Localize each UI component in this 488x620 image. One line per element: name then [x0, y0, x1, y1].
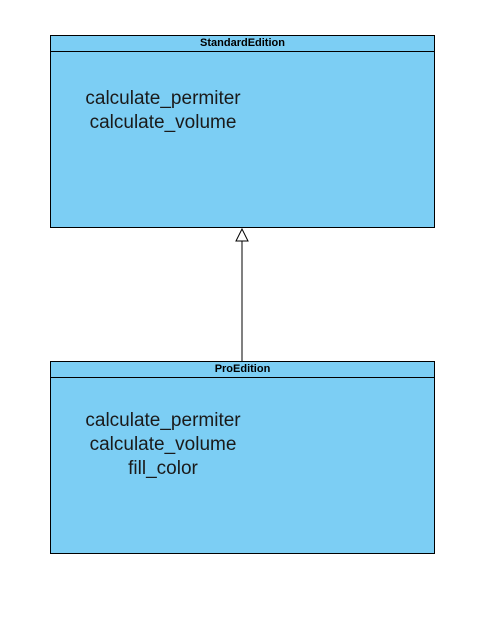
method-calculate-volume: calculate_volume [89, 112, 237, 133]
method-calculate-volume: calculate_volume [89, 434, 237, 455]
method-fill-color: fill_color [128, 458, 198, 479]
class-standard-edition[interactable]: StandardEdition calculate_permiter calcu… [50, 35, 435, 228]
method-list-pro-edition: calculate_permiter calculate_volume fill… [51, 409, 275, 481]
method-calculate-permiter: calculate_permiter [85, 410, 241, 431]
method-calculate-permiter: calculate_permiter [85, 88, 241, 109]
class-name-standard-edition: StandardEdition [51, 36, 434, 52]
method-list-standard-edition: calculate_permiter calculate_volume [51, 87, 275, 135]
class-name-pro-edition: ProEdition [51, 362, 434, 378]
generalization-arrowhead-icon [235, 227, 249, 242]
class-pro-edition[interactable]: ProEdition calculate_permiter calculate_… [50, 361, 435, 554]
